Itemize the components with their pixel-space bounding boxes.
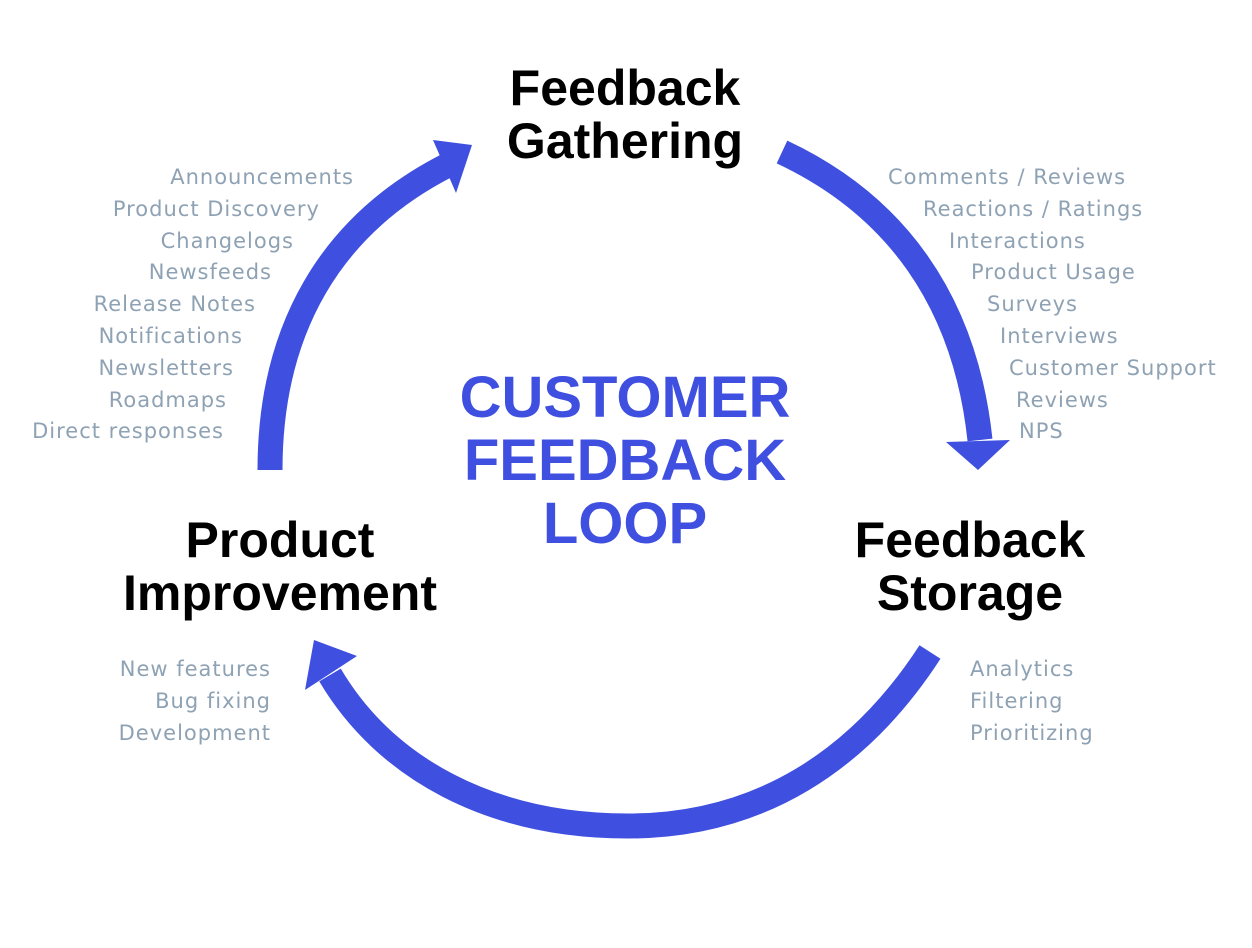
list-item: Comments / Reviews: [888, 165, 1127, 189]
arrow-head-icon: [433, 140, 472, 193]
list-item: Direct responses: [32, 419, 224, 444]
list-item: Reviews: [1016, 387, 1109, 412]
arrow-gathering-to-storage: [776, 140, 993, 442]
stage-title-line: Product: [185, 512, 375, 568]
list-item: Prioritizing: [970, 720, 1094, 745]
list-item: Surveys: [987, 292, 1078, 317]
center-title-line: LOOP: [542, 491, 708, 556]
list-item: Product Usage: [971, 260, 1136, 285]
stage-title-line: Feedback: [509, 60, 741, 116]
improvement-items-list: New features Bug fixing Development: [119, 654, 271, 749]
stage-title-line: Improvement: [123, 565, 437, 621]
gathering-items-list: Comments / Reviews Reactions / Ratings I…: [888, 162, 1216, 448]
list-item: Newsfeeds: [148, 260, 272, 285]
arrow-improvement-to-gathering: [257, 153, 454, 471]
list-item: Changelogs: [160, 228, 294, 253]
stage-title-product-improvement: Product Improvement: [90, 514, 470, 620]
arrow-head-icon: [946, 440, 1010, 470]
communication-items-list: Announcements Product Discovery Changelo…: [32, 162, 354, 448]
stage-title-line: Gathering: [506, 113, 744, 169]
arrow-storage-to-improvement: [319, 645, 941, 839]
list-item: New features: [119, 657, 271, 681]
list-item: Bug fixing: [155, 688, 271, 713]
stage-title-line: Storage: [876, 565, 1064, 621]
stage-title-feedback-gathering: Feedback Gathering: [440, 62, 810, 168]
storage-items-list: Analytics Filtering Prioritizing: [970, 654, 1094, 749]
list-item: Interactions: [949, 228, 1086, 253]
list-item: Notifications: [98, 323, 243, 348]
list-item: Filtering: [970, 688, 1064, 713]
list-item: Analytics: [970, 657, 1075, 681]
list-item: Reactions / Ratings: [923, 196, 1144, 221]
list-item: Product Discovery: [112, 196, 320, 221]
list-item: Customer Support: [1009, 355, 1217, 380]
list-item: Announcements: [170, 165, 354, 189]
list-item: Interviews: [1000, 323, 1119, 348]
stage-title-line: Feedback: [854, 512, 1086, 568]
center-title-line: CUSTOMER: [459, 365, 791, 430]
stage-title-feedback-storage: Feedback Storage: [820, 514, 1120, 620]
center-title: CUSTOMER FEEDBACK LOOP: [420, 366, 830, 555]
arrow-head-icon: [305, 640, 357, 690]
center-title-line: FEEDBACK: [463, 428, 787, 493]
cycle-arrows: [257, 140, 1010, 839]
list-item: Release Notes: [93, 292, 256, 317]
list-item: Roadmaps: [108, 387, 227, 412]
list-item: Development: [118, 720, 271, 745]
list-item: Newsletters: [98, 355, 234, 380]
list-item: NPS: [1019, 419, 1064, 444]
